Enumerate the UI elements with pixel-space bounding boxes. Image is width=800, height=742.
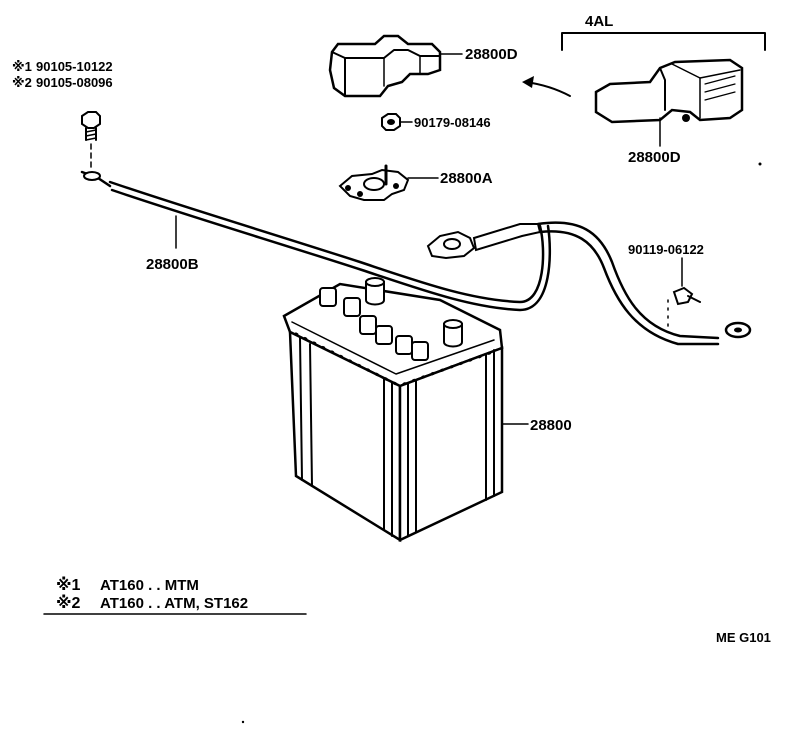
label-bolt-note2: 90105-08096 <box>36 75 113 90</box>
label-28800d-4al: 28800D <box>628 149 681 166</box>
note-1-text: AT160 . . MTM <box>100 577 199 594</box>
group-label-4al: 4AL <box>585 13 613 30</box>
note-mark-2-bolt: ※2 <box>12 75 32 90</box>
speck <box>241 720 245 724</box>
group-bracket-4al <box>561 32 766 51</box>
figure-code: ME G101 <box>716 630 771 645</box>
direction-arrow <box>522 76 571 97</box>
note-2-mark: ※2 <box>56 594 81 612</box>
label-battery: 28800 <box>530 417 572 434</box>
label-bolt-note1: 90105-10122 <box>36 59 113 74</box>
note-2-text: AT160 . . ATM, ST162 <box>100 595 248 612</box>
label-28800d-top: 28800D <box>465 46 518 63</box>
terminal-cover-4al-shape <box>594 58 744 147</box>
clamp-shape <box>338 164 439 201</box>
battery-shape <box>282 277 529 543</box>
bolt-shape <box>81 111 101 169</box>
note-1-mark: ※1 <box>56 576 81 594</box>
label-ground-bolt: 90119-06122 <box>628 242 704 257</box>
speck <box>758 162 762 166</box>
nut-shape <box>381 113 413 131</box>
label-nut: 90179-08146 <box>414 115 491 130</box>
label-positive-cable: 28800B <box>146 256 199 273</box>
label-clamp: 28800A <box>440 170 493 187</box>
terminal-cover-top-shape <box>328 34 463 98</box>
negative-cable-shape <box>426 221 752 346</box>
positive-cable-shape <box>80 170 552 312</box>
note-mark-1-bolt: ※1 <box>12 59 32 74</box>
ground-bolt-shape <box>672 257 701 306</box>
